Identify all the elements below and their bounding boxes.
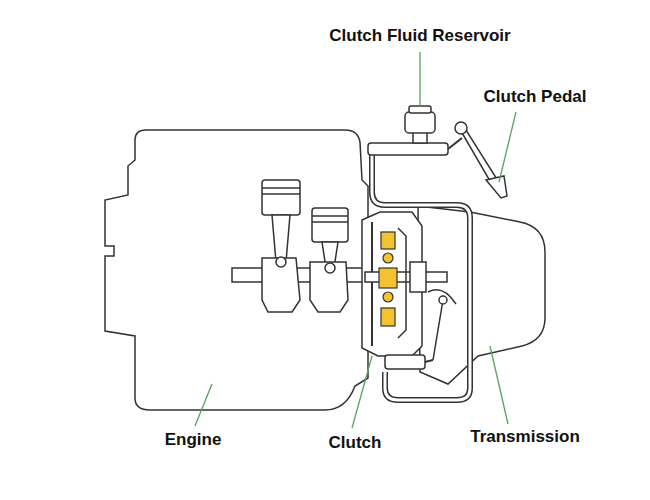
reservoir-body [405,112,435,133]
slave-pushrod [425,360,433,362]
clutch-spring [383,292,393,302]
hydraulic-line-core [372,150,470,400]
crank-web [262,258,300,312]
part-label: Clutch Pedal [484,87,587,107]
slave-cylinder [385,355,425,369]
master-cylinder [368,143,448,155]
pedal-pad [486,176,507,198]
leader-line [195,384,212,426]
clutch-disc [379,232,397,326]
leader-lines [195,52,516,428]
transmission-housing [418,206,545,384]
piston-ring [312,215,348,217]
leader-line [499,112,516,182]
fork-arm [433,300,443,360]
friction-plate [379,268,397,288]
crank-web [310,262,348,312]
part-label: Transmission [470,427,580,447]
friction-plate [381,308,395,326]
connecting-rod [272,215,290,262]
clutch-spring [383,253,393,263]
part-label: Engine [165,430,222,450]
master-pushrod [448,138,462,149]
crank-pin [325,263,335,273]
pressure-plate [398,228,406,338]
release-fork [428,290,456,360]
leader-line [352,356,372,428]
piston [312,208,348,242]
piston-ring [262,193,300,195]
piston-ring [312,221,348,223]
release-bearing [410,262,426,292]
piston [262,180,300,215]
leader-line [490,346,508,424]
flywheel [371,222,373,346]
fork-prong [428,290,456,304]
reservoir-cap [409,106,431,113]
leader-line [419,52,420,106]
friction-plate [381,232,395,249]
piston-assembly [232,180,367,312]
part-label: Clutch [329,433,382,453]
pedal-pivot [455,122,467,134]
part-label: Clutch Fluid Reservoir [329,26,510,46]
hydraulic-line [372,150,470,400]
engine-block [105,130,368,410]
fork-pivot [439,296,447,304]
crank-pin [276,257,286,267]
piston-ring [262,187,300,189]
